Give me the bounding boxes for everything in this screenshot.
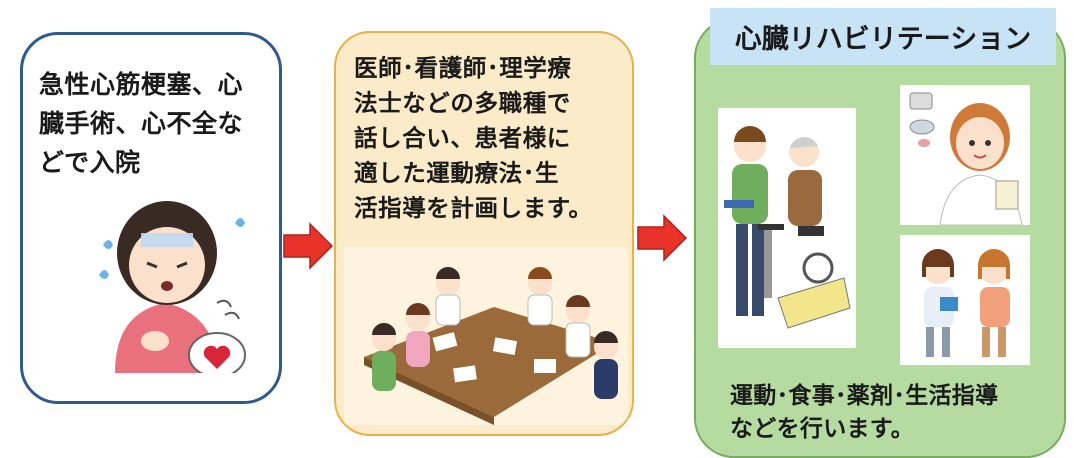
sick-patient-illustration: [85, 183, 255, 373]
admission-text: 急性心筋梗塞、心 臓手術、心不全な どで入院: [39, 70, 244, 177]
arrow-right-icon: [637, 214, 688, 262]
arrow-right-icon: [283, 222, 334, 270]
team-meeting-illustration: [344, 247, 628, 425]
rehab-text: 運動･食事･薬剤･生活指導 などを行います。: [730, 383, 999, 442]
pharmacist-illustration: [900, 85, 1030, 225]
team-planning-text: 医師･看護師･理学療 法士などの多職種で 話し合い、患者様に 適した運動療法･生…: [354, 54, 593, 222]
exercise-bike-illustration: [718, 108, 856, 348]
admission-box: 急性心筋梗塞、心 臓手術、心不全な どで入院: [20, 32, 282, 404]
team-planning-box: 医師･看護師･理学療 法士などの多職種で 話し合い、患者様に 適した運動療法･生…: [334, 31, 634, 436]
rehab-title: 心臓リハビリテーション: [710, 8, 1056, 65]
consultation-illustration: [900, 235, 1030, 365]
